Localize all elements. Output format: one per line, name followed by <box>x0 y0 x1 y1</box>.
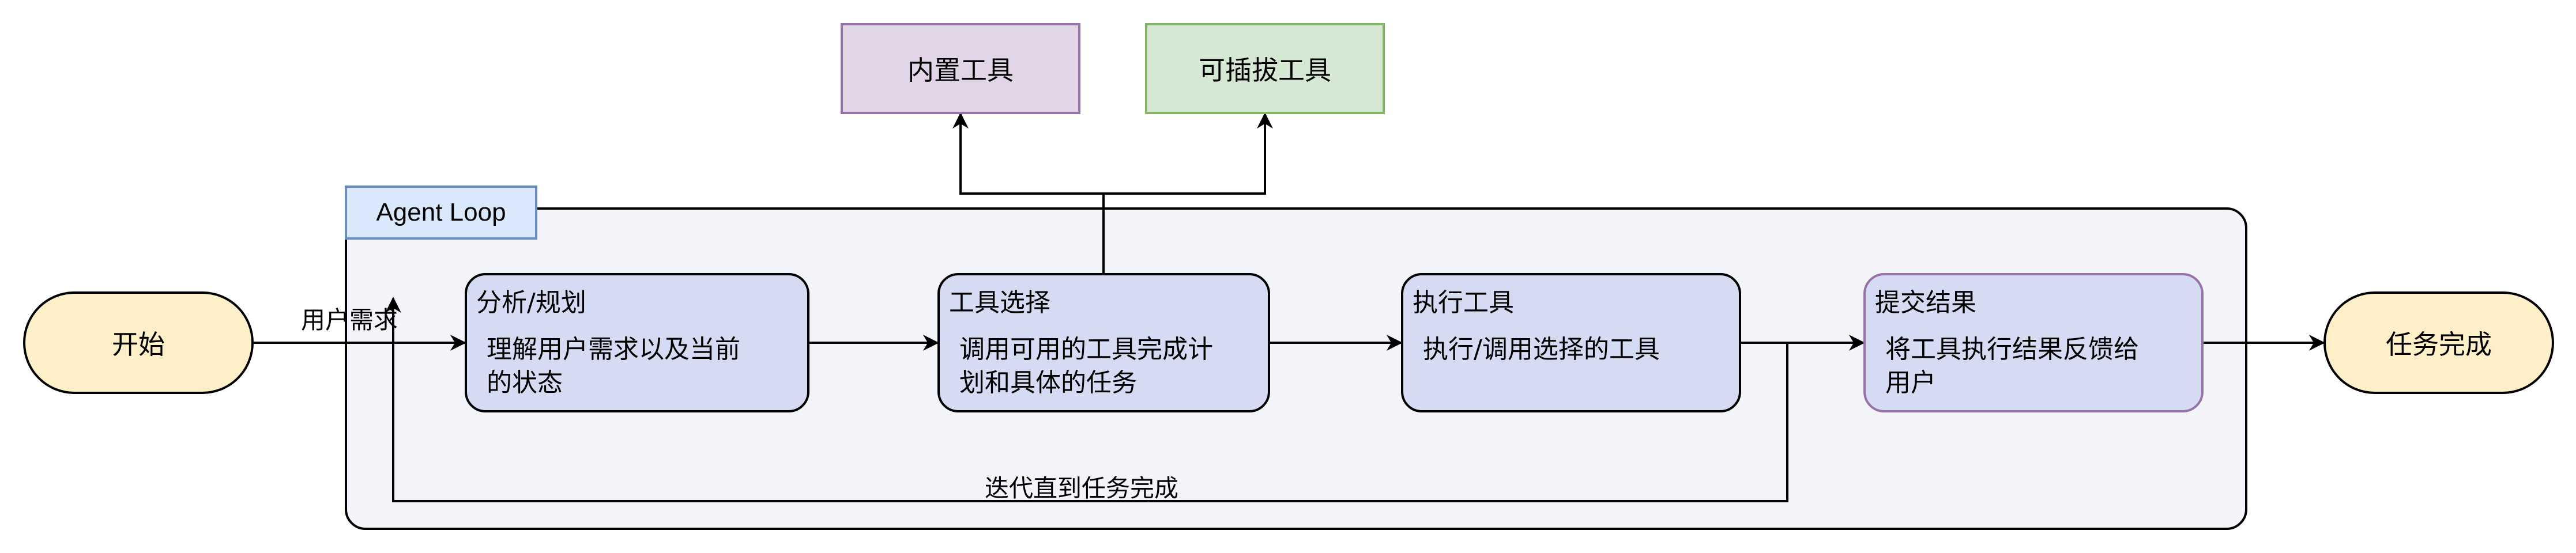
edge-iterate-loop <box>385 297 1788 502</box>
step-execute-tool: 执行工具 执行/调用选择的工具 <box>1401 273 1741 412</box>
pluggable-tools-node: 可插拔工具 <box>1145 23 1385 114</box>
start-node: 开始 <box>23 291 254 394</box>
step-analyze-plan: 分析/规划 理解用户需求以及当前的状态 <box>465 273 809 412</box>
step-execute-tool-desc: 执行/调用选择的工具 <box>1423 335 1660 364</box>
builtin-tools-node: 内置工具 <box>841 23 1080 114</box>
step-tool-selection-desc: 调用可用的工具完成计划和具体的任务 <box>959 335 1213 397</box>
start-node-label: 开始 <box>112 329 165 360</box>
pluggable-tools-label: 可插拔工具 <box>1199 55 1331 86</box>
step-analyze-plan-desc: 理解用户需求以及当前的状态 <box>487 335 740 397</box>
step-execute-tool-title: 执行工具 <box>1413 288 1514 317</box>
step-submit-result-title: 提交结果 <box>1875 288 1976 317</box>
end-node: 任务完成 <box>2323 291 2554 394</box>
builtin-tools-label: 内置工具 <box>907 55 1014 86</box>
step-tool-selection: 工具选择 调用可用的工具完成计划和具体的任务 <box>937 273 1270 412</box>
user-request-label: 用户需求 <box>301 306 398 334</box>
step-submit-result-desc: 将工具执行结果反馈给用户 <box>1885 335 2139 397</box>
step-submit-result: 提交结果 将工具执行结果反馈给用户 <box>1863 273 2204 412</box>
edge-select-to-pluggable-tool <box>1104 112 1273 195</box>
edge-select-to-builtin-tool <box>952 112 1105 274</box>
step-analyze-plan-title: 分析/规划 <box>476 288 586 317</box>
step-tool-selection-title: 工具选择 <box>949 288 1050 317</box>
end-node-label: 任务完成 <box>2386 329 2492 360</box>
agent-loop-label: Agent Loop <box>345 185 537 240</box>
iterate-label: 迭代直到任务完成 <box>985 474 1179 502</box>
